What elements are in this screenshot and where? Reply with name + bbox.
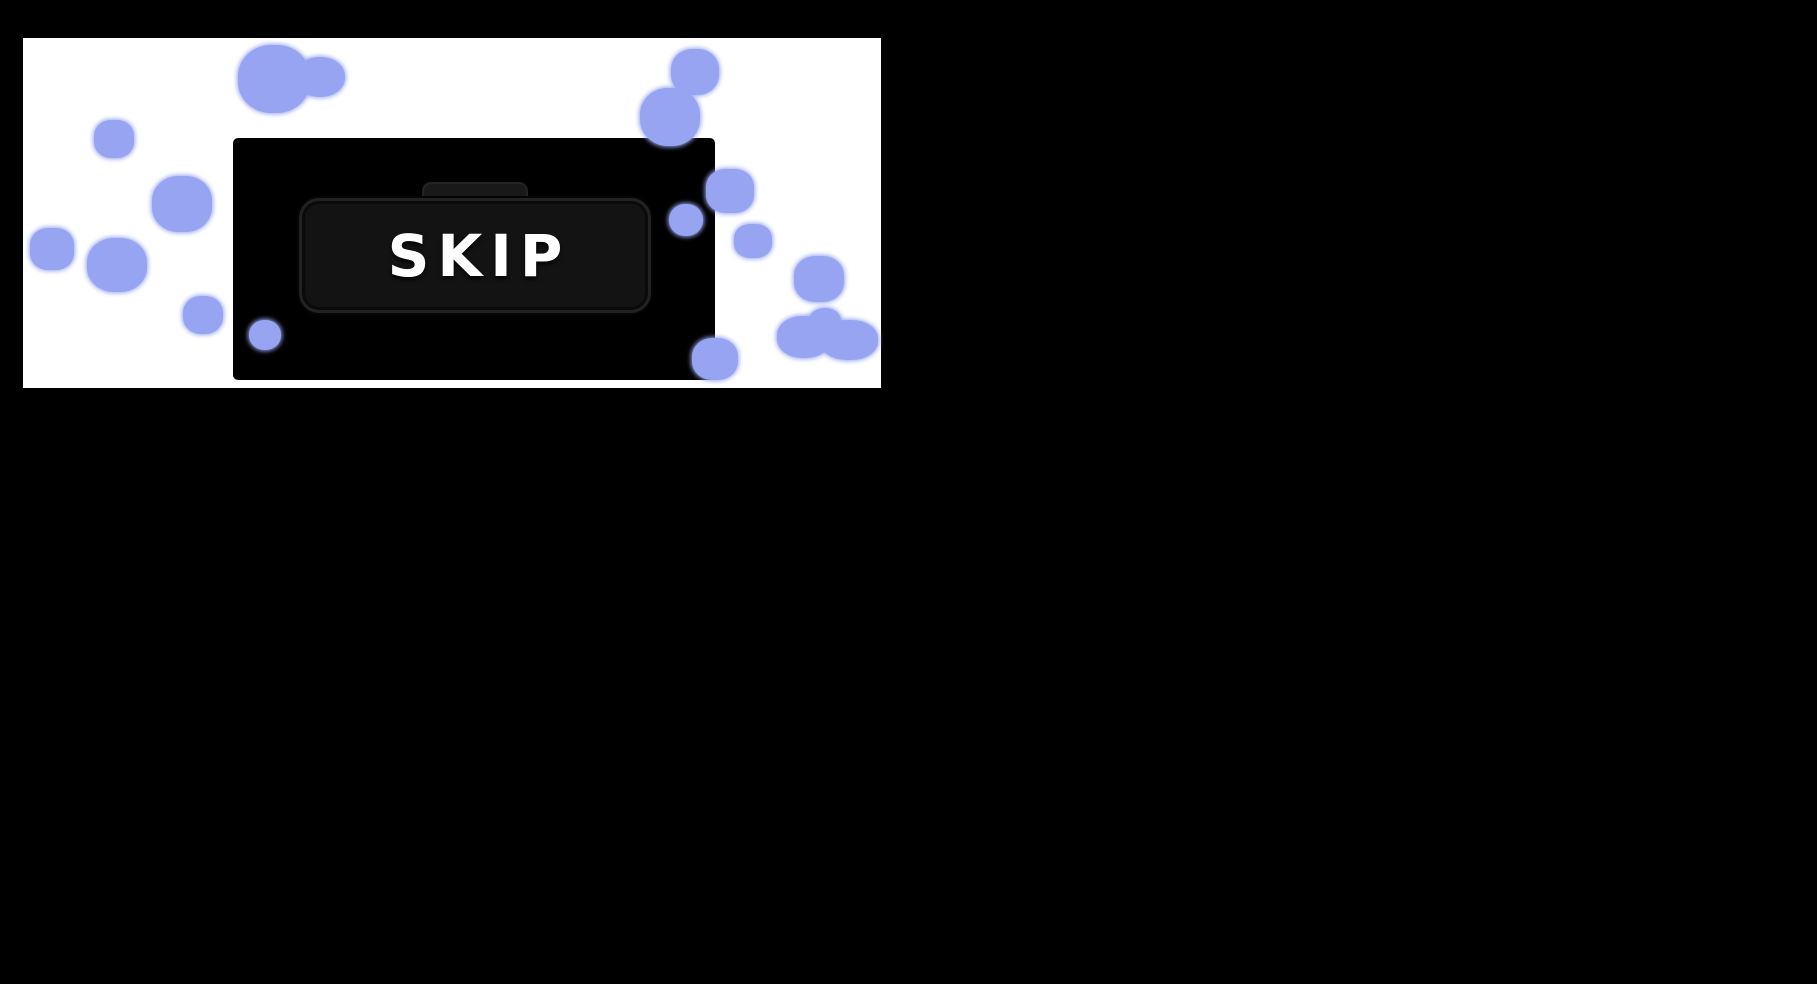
paint-splat bbox=[692, 338, 738, 380]
paint-splat bbox=[794, 256, 844, 302]
drawing-canvas-panel: SKIP bbox=[23, 38, 881, 388]
paint-splat bbox=[734, 224, 772, 258]
paint-splat bbox=[706, 169, 754, 213]
paint-splat bbox=[249, 320, 281, 350]
paint-splat bbox=[94, 120, 134, 158]
paint-splat bbox=[295, 57, 345, 97]
paint-splat bbox=[87, 238, 147, 292]
paint-splat bbox=[669, 204, 703, 236]
paint-splat bbox=[152, 176, 212, 232]
paint-splat bbox=[183, 296, 223, 334]
skip-button[interactable]: SKIP bbox=[299, 198, 651, 313]
paint-splat bbox=[809, 308, 841, 334]
skip-dialog: SKIP bbox=[233, 138, 715, 380]
paint-splat bbox=[671, 49, 719, 95]
paint-splat bbox=[30, 228, 74, 270]
skip-button-label: SKIP bbox=[387, 221, 571, 290]
paint-splat bbox=[640, 88, 700, 146]
